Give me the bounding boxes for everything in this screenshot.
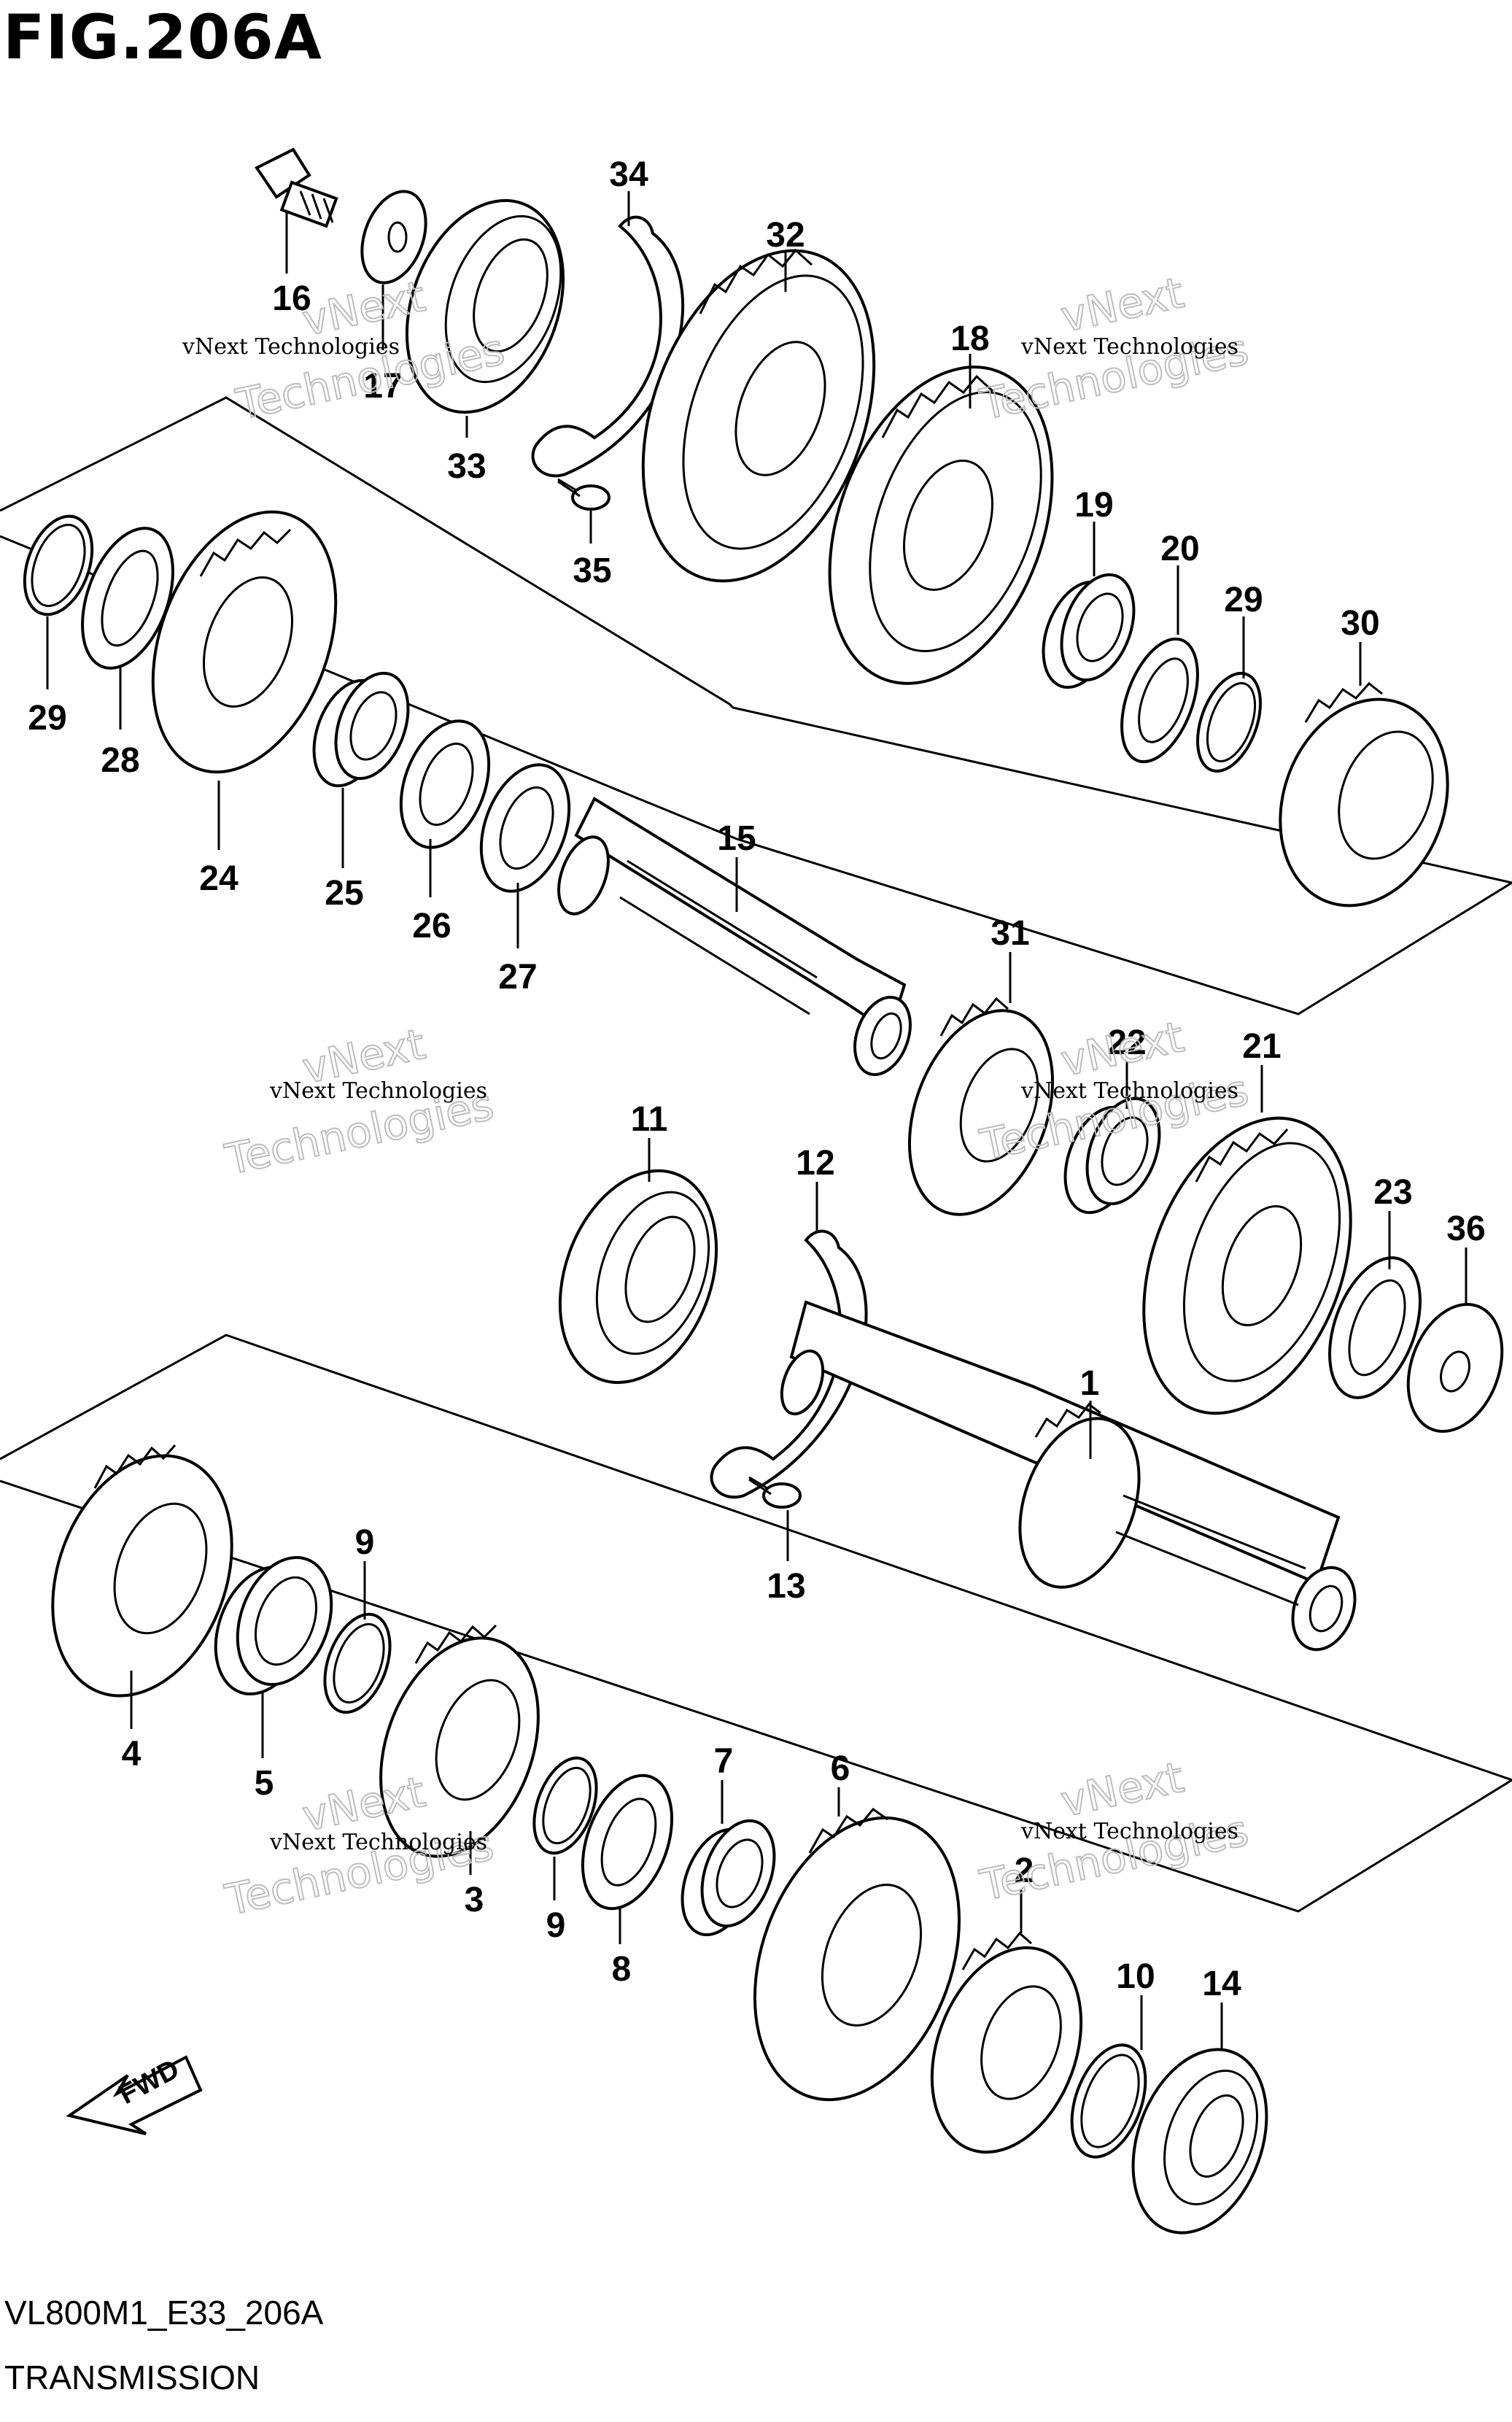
circlip-part (323, 1612, 392, 1714)
svg-text:vNext Technologies: vNext Technologies (1020, 1078, 1238, 1104)
callout-19: 19 (1074, 486, 1113, 525)
callout-16: 16 (272, 279, 311, 318)
gear-part (828, 365, 1054, 685)
svg-text:vNext Technologies: vNext Technologies (1020, 1819, 1238, 1844)
upper-assembly-boundary (0, 396, 1512, 884)
svg-text:vNext Technologies: vNext Technologies (269, 1830, 487, 1855)
circlip-part (1070, 2043, 1147, 2159)
gear-part (753, 1807, 961, 2102)
main-shaft-part (780, 1300, 1357, 1652)
callout-14: 14 (1202, 1965, 1241, 2003)
figure-title: FIG.206A (3, 1, 322, 73)
callout-20: 20 (1160, 530, 1199, 568)
watermark-bottom-right: Technologies vNext vNext Technologies (975, 1752, 1254, 1911)
bearing-part (1131, 2048, 1268, 2235)
callout-3: 3 (465, 1881, 484, 1919)
callout-8: 8 (612, 1950, 632, 1989)
svg-text:vNext: vNext (1057, 1012, 1188, 1086)
seal-part (1406, 1302, 1504, 1434)
leader-lines (46, 191, 1468, 2050)
callout-23: 23 (1373, 1173, 1412, 1212)
gear-part (151, 510, 338, 774)
svg-text:vNext: vNext (1057, 268, 1188, 342)
bearing-part (405, 198, 565, 414)
callout-10: 10 (1116, 1957, 1155, 1996)
callout-18: 18 (950, 320, 989, 358)
countershaft-part (557, 797, 912, 1077)
callout-24: 24 (199, 859, 239, 898)
forward-arrow-icon: FWD (66, 2054, 203, 2135)
gear-part (930, 1931, 1083, 2154)
callout-12: 12 (796, 1144, 834, 1183)
callout-4: 4 (122, 1735, 141, 1773)
callout-22: 22 (1107, 1024, 1146, 1062)
washer-part (1328, 1256, 1422, 1399)
callout-26: 26 (412, 907, 451, 945)
callout-9-upper: 9 (355, 1523, 375, 1562)
retainer-plate-part (531, 215, 684, 478)
callout-9-lower: 9 (546, 1906, 566, 1945)
circlip-part (23, 514, 94, 616)
circlip-part (1196, 671, 1262, 773)
callout-33: 33 (447, 447, 486, 486)
gear-part (379, 1624, 540, 1858)
bushing-part (214, 1555, 333, 1696)
diagram-name: TRANSMISSION (4, 2359, 260, 2396)
callout-36: 36 (1446, 1210, 1485, 1248)
gear-part (1279, 681, 1449, 908)
lower-assembly-boundary (0, 1334, 1512, 1781)
callout-5: 5 (255, 1764, 274, 1803)
callout-labels: 1 2 3 4 5 6 7 8 9 9 10 11 12 13 14 15 16… (28, 155, 1485, 2003)
gear-part (641, 248, 876, 583)
callout-28: 28 (101, 741, 139, 780)
callout-7: 7 (714, 1742, 734, 1781)
watermark-middle-left: Technologies vNext vNext Technologies (220, 1018, 499, 1185)
diagram-code: VL800M1_E33_206A (4, 2294, 324, 2332)
callout-25: 25 (325, 874, 363, 913)
gear-part (1142, 1116, 1352, 1415)
bushing-part (681, 1819, 776, 1937)
callout-6: 6 (831, 1749, 850, 1788)
callout-34: 34 (609, 155, 648, 194)
bolt-part (255, 147, 338, 228)
callout-1: 1 (1080, 1364, 1100, 1403)
bearing-part (558, 1169, 718, 1385)
callout-32: 32 (766, 216, 805, 255)
callout-30: 30 (1341, 604, 1379, 643)
callout-31: 31 (990, 914, 1029, 953)
bushing-part (1042, 573, 1136, 689)
bushing-part (312, 671, 410, 788)
callout-35: 35 (573, 552, 611, 590)
gear-part (907, 997, 1055, 1216)
washer-part (360, 190, 427, 285)
watermark-top-right: Technologies vNext vNext Technologies (975, 267, 1254, 430)
callout-29-left: 29 (28, 699, 66, 738)
retainer-plate-part (710, 1229, 868, 1499)
callout-2: 2 (1015, 1852, 1034, 1890)
screw-part (557, 478, 610, 511)
bushing-part (1063, 1096, 1161, 1215)
callout-27: 27 (498, 958, 537, 997)
circlip-part (532, 1756, 598, 1855)
svg-text:vNext: vNext (1057, 1752, 1188, 1827)
svg-text:vNext Technologies: vNext Technologies (269, 1078, 487, 1104)
callout-13: 13 (767, 1567, 805, 1606)
gear-part (51, 1444, 233, 1698)
svg-text:vNext Technologies: vNext Technologies (182, 334, 400, 360)
callout-11: 11 (631, 1100, 668, 1139)
lower-assembly-boundary-lower (0, 1479, 1512, 1913)
callout-15: 15 (717, 819, 756, 858)
callout-29-right: 29 (1224, 581, 1263, 619)
callout-17: 17 (363, 367, 402, 406)
callout-21: 21 (1242, 1027, 1281, 1066)
svg-text:vNext Technologies: vNext Technologies (1020, 334, 1238, 360)
screw-part (748, 1476, 802, 1509)
